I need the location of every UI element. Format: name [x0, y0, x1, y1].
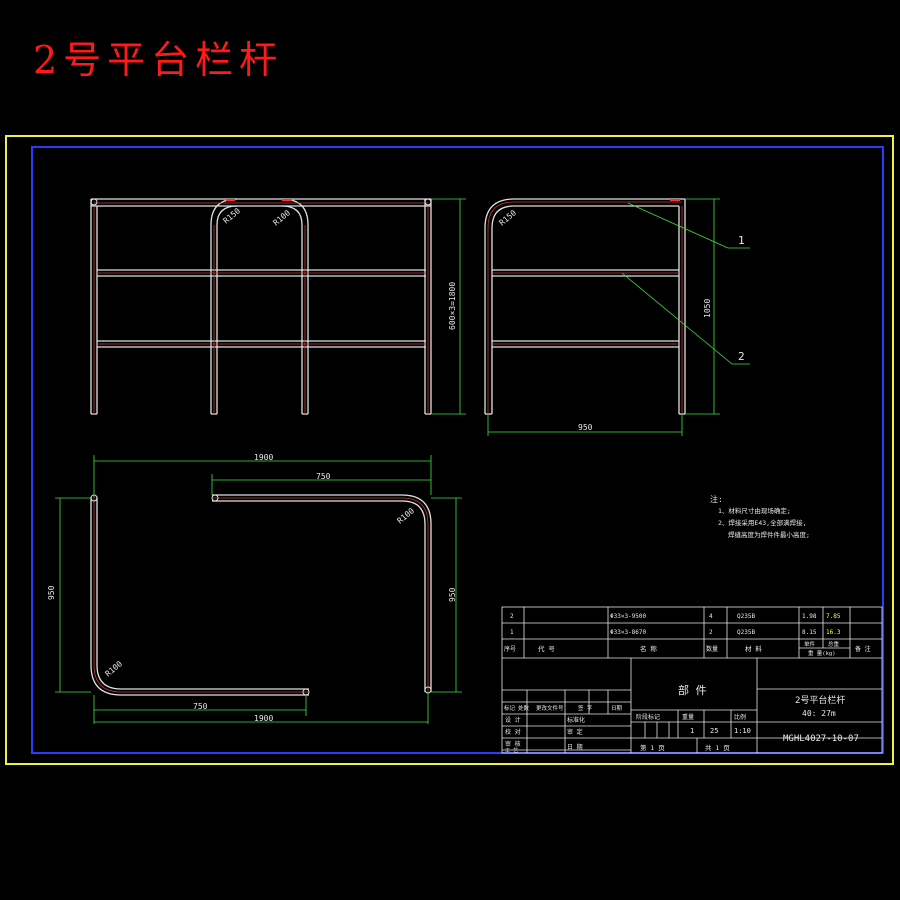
side-view: R150 1050 950 1 2: [484, 198, 750, 436]
part-1-material: Q235B: [737, 629, 755, 636]
plan-bottom-seg: 750: [193, 702, 208, 711]
leader-1: 1: [738, 234, 745, 247]
leader-2: 2: [738, 350, 745, 363]
header-remark: 备 注: [855, 645, 871, 653]
sign-review: 审 定: [567, 728, 583, 736]
drawing-mass: 40: 27m: [802, 709, 836, 718]
header-name: 名 称: [640, 644, 657, 653]
side-radius: R150: [498, 208, 519, 227]
sign-date-2: 日 期: [567, 743, 583, 751]
sign-count: 处数: [518, 704, 530, 712]
scale-label: 比例: [734, 713, 746, 721]
outer-frame: [5, 135, 894, 765]
weight-value: 25: [710, 727, 718, 735]
side-height-dim: 1050: [703, 299, 712, 318]
part-2-material: Q235B: [737, 613, 755, 620]
notes-line-2: 2、焊接采用E43,全部满焊接,: [718, 518, 806, 527]
header-qty: 数量: [706, 645, 718, 653]
front-height-dim: 600×3=1800: [448, 282, 457, 330]
page-title: 2号平台栏杆: [33, 38, 284, 82]
sign-mark: 标记: [504, 704, 516, 712]
header-code: 代 号: [538, 644, 555, 653]
part-1-total-weight: 16.3: [826, 629, 841, 636]
part-2-name: Φ33×3-9500: [610, 613, 647, 620]
sign-process: 工 艺: [505, 748, 518, 754]
notes-heading: 注:: [710, 494, 723, 504]
side-width-dim: 950: [578, 423, 593, 432]
front-radius-b: R100: [272, 208, 293, 227]
front-view: R150 R100 600×3=1800: [90, 198, 466, 415]
plan-radius-top: R100: [396, 506, 417, 525]
title-block: 2 Φ33×3-9500 4 Q235B 1.98 7.85 1 Φ33×3-8…: [501, 606, 883, 754]
sign-std: 标准化: [567, 716, 585, 724]
sign-design: 设 计: [505, 716, 521, 724]
sign-draw: 校 对: [505, 728, 521, 736]
stage-value: 1: [690, 727, 694, 735]
header-total: 总重: [828, 640, 840, 648]
sheet-number: 第 1 页: [640, 743, 665, 752]
sign-date: 日期: [611, 705, 623, 712]
part-label: 部 件: [678, 683, 707, 697]
part-1-no: 1: [510, 629, 514, 636]
header-single: 单件: [804, 640, 816, 648]
header-weight: 重 量(kg): [808, 649, 836, 657]
sign-check: 审 核: [505, 740, 521, 748]
plan-right-side: 950: [448, 587, 457, 602]
plan-left-side: 950: [47, 585, 56, 600]
notes: 注: 1、材料尺寸由现场确定; 2、焊接采用E43,全部满焊接, 焊缝高度为焊件…: [710, 494, 810, 539]
plan-bottom-total: 1900: [254, 714, 273, 723]
part-1-name: Φ33×3-8670: [610, 629, 647, 636]
part-2-unit-weight: 1.98: [802, 613, 817, 620]
sheet-count: 共 1 页: [705, 743, 730, 752]
plan-view: 1900 750 950 950 R100 R100 750 1900: [47, 453, 462, 724]
header-no: 序号: [504, 645, 516, 653]
sign-change: 更改文件号: [536, 704, 564, 712]
header-material: 材 料: [745, 644, 762, 653]
part-2-total-weight: 7.85: [826, 613, 841, 620]
part-2-no: 2: [510, 613, 514, 620]
plan-top-seg: 750: [316, 472, 331, 481]
inner-frame: [31, 146, 884, 754]
sign-signature: 签 字: [578, 704, 593, 712]
part-1-unit-weight: 8.15: [802, 629, 817, 636]
drawing-name: 2号平台栏杆: [795, 694, 845, 706]
drawing-number: MGHL4027-10-07: [783, 734, 859, 744]
part-2-qty: 4: [709, 613, 713, 620]
notes-line-3: 焊缝高度为焊件件最小高度;: [728, 530, 810, 539]
plan-radius-bottom: R100: [104, 659, 125, 678]
part-1-qty: 2: [709, 629, 713, 636]
scale-value: 1:10: [734, 727, 751, 735]
weight-label: 重量: [682, 713, 694, 721]
notes-line-1: 1、材料尺寸由现场确定;: [718, 506, 791, 515]
stage-label: 阶段标记: [636, 713, 660, 721]
plan-top-total: 1900: [254, 453, 273, 462]
